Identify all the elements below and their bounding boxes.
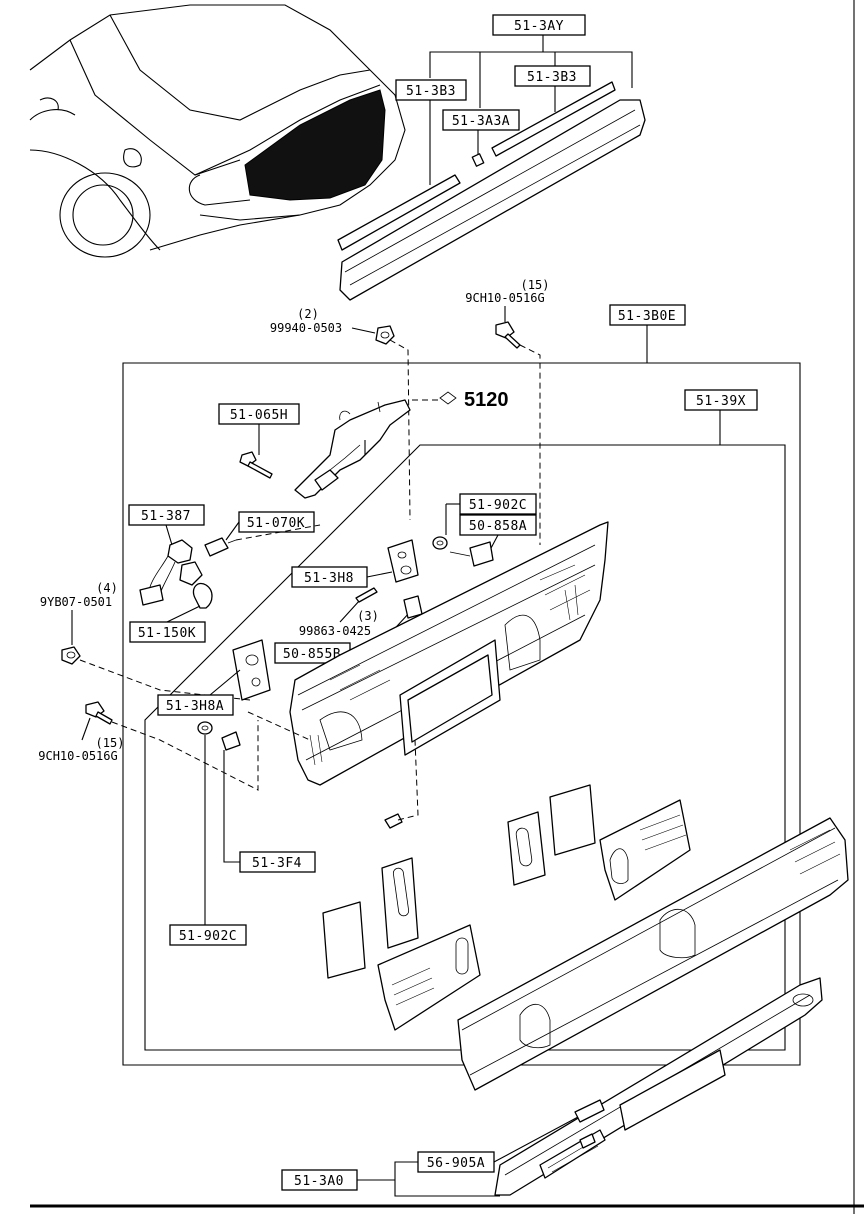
callout-513b3-left-text: 51-3B3 xyxy=(406,84,456,99)
bolt-top-part-number: 9CH10-0516G xyxy=(465,291,544,305)
grommet-bottom-icon xyxy=(197,721,213,735)
callout-51065h: 51-065H xyxy=(218,403,300,455)
callout-513a0: 51-3A0 xyxy=(281,1161,500,1197)
garnish-piece-right-curved xyxy=(599,799,691,901)
garnish-piece-left-curved xyxy=(377,924,481,1031)
bolt-left-part-number: 9CH10-0516G xyxy=(38,749,117,763)
garnish-piece-left-small-panel xyxy=(322,901,366,979)
screw-label: (3) 99863-0425 xyxy=(299,599,379,638)
nut-top-qty: (2) xyxy=(297,307,319,321)
nut-top-icon xyxy=(375,325,395,345)
callout-51902c-top: 51-902C xyxy=(445,493,537,535)
callout-50855b-text: 50-855B xyxy=(283,647,341,662)
nut-left-qty: (4) xyxy=(96,581,118,595)
ref-5120: 5120 xyxy=(412,389,509,411)
lamp-screw-icon xyxy=(239,451,273,479)
callout-50858a-text: 50-858A xyxy=(469,519,527,534)
group-513b0e-outline xyxy=(122,325,801,1066)
nut-top-part-number: 99940-0503 xyxy=(270,321,342,335)
bolt-left-qty: (15) xyxy=(96,736,125,750)
callout-513b0e: 51-3B0E xyxy=(609,304,686,326)
callout-51387-text: 51-387 xyxy=(141,509,191,524)
clip-50858a xyxy=(449,541,494,567)
callout-51070k-text: 51-070K xyxy=(247,516,305,531)
callout-513a3a: 51-3A3A xyxy=(442,109,520,131)
callout-51902c-bottom-text: 51-902C xyxy=(179,929,237,944)
garnish-piece-right-slot-panel xyxy=(507,811,546,886)
callout-51150k-text: 51-150K xyxy=(138,626,196,641)
group-5139x-outline xyxy=(144,410,786,1051)
callout-51065h-text: 51-065H xyxy=(230,408,288,423)
callout-513ay-leaders xyxy=(429,35,633,185)
nut-top-label: (2) 99940-0503 xyxy=(270,307,376,335)
callout-513h8-text: 51-3H8 xyxy=(304,571,354,586)
bolt-top-label: (15) 9CH10-0516G xyxy=(465,278,549,322)
callout-513h8: 51-3H8 xyxy=(291,566,393,588)
garnish-long-strip xyxy=(457,817,849,1091)
lamp-socket-harness xyxy=(139,539,203,606)
callout-5139x: 51-39X xyxy=(684,389,758,411)
bolt-top-dash-leader xyxy=(519,344,541,545)
rear-molding-strip xyxy=(337,81,646,301)
nut-left-label: (4) 9YB07-0501 xyxy=(40,581,118,645)
callout-56905a-text: 56-905A xyxy=(427,1156,485,1171)
nut-top-dash-leader xyxy=(389,339,411,521)
ref-5120-text: 5120 xyxy=(464,389,509,411)
rear-garnish-panel xyxy=(247,521,609,829)
license-lamp-assembly xyxy=(294,399,411,499)
bottom-scuff-plate xyxy=(494,977,823,1196)
bracket-513h8a xyxy=(232,639,271,701)
callout-51387: 51-387 xyxy=(128,504,205,546)
molding-clip xyxy=(471,153,485,167)
car-rear-illustration xyxy=(29,4,406,258)
callout-513h8a: 51-3H8A xyxy=(157,669,241,716)
callout-513a0-text: 51-3A0 xyxy=(294,1174,344,1189)
callout-513ay: 51-3AY xyxy=(492,14,586,36)
garnish-piece-right-small-panel xyxy=(549,784,596,856)
screw-qty: (3) xyxy=(357,609,379,623)
garnish-piece-left-slot-panel xyxy=(381,857,419,949)
bolt-top-icon xyxy=(495,321,521,349)
callout-513ay-text: 51-3AY xyxy=(514,19,564,34)
bolt-left-icon xyxy=(85,701,113,725)
callout-513b3-right-text: 51-3B3 xyxy=(527,70,577,85)
bracket-513h8 xyxy=(387,539,419,583)
callout-50858a: 50-858A xyxy=(459,514,537,551)
bolt-top-qty: (15) xyxy=(521,278,550,292)
grommet-top-icon xyxy=(432,536,448,550)
clip-513f4 xyxy=(221,731,241,751)
nut-left-part-number: 9YB07-0501 xyxy=(40,595,112,609)
rear-garnish-shaded xyxy=(244,89,386,201)
bolt-left-dash-leader xyxy=(111,720,259,791)
callout-51902c-bottom: 51-902C xyxy=(169,735,247,946)
callout-513b0e-text: 51-3B0E xyxy=(618,309,676,324)
callout-513h8a-text: 51-3H8A xyxy=(166,699,224,714)
bulb-dash-leader xyxy=(235,524,321,541)
callout-51070k: 51-070K xyxy=(225,511,315,541)
nut-left-icon xyxy=(61,646,81,665)
stop-bulb-icon xyxy=(192,582,213,609)
screw-icon xyxy=(355,587,378,603)
bolt-left-label: (15) 9CH10-0516G xyxy=(38,717,125,763)
callout-51150k: 51-150K xyxy=(129,605,206,643)
wedge-bulb-icon xyxy=(204,537,237,557)
callout-5139x-text: 51-39X xyxy=(696,394,746,409)
callout-513f4: 51-3F4 xyxy=(223,750,316,873)
callout-513b3-left: 51-3B3 xyxy=(395,79,467,101)
callout-51902c-top-text: 51-902C xyxy=(469,498,527,513)
callout-513b3-right: 51-3B3 xyxy=(514,65,591,87)
screw-part-number: 99863-0425 xyxy=(299,624,371,638)
nut-left-dash-leader xyxy=(79,659,251,701)
callout-513f4-text: 51-3F4 xyxy=(252,856,302,871)
callout-513a3a-text: 51-3A3A xyxy=(452,114,510,129)
